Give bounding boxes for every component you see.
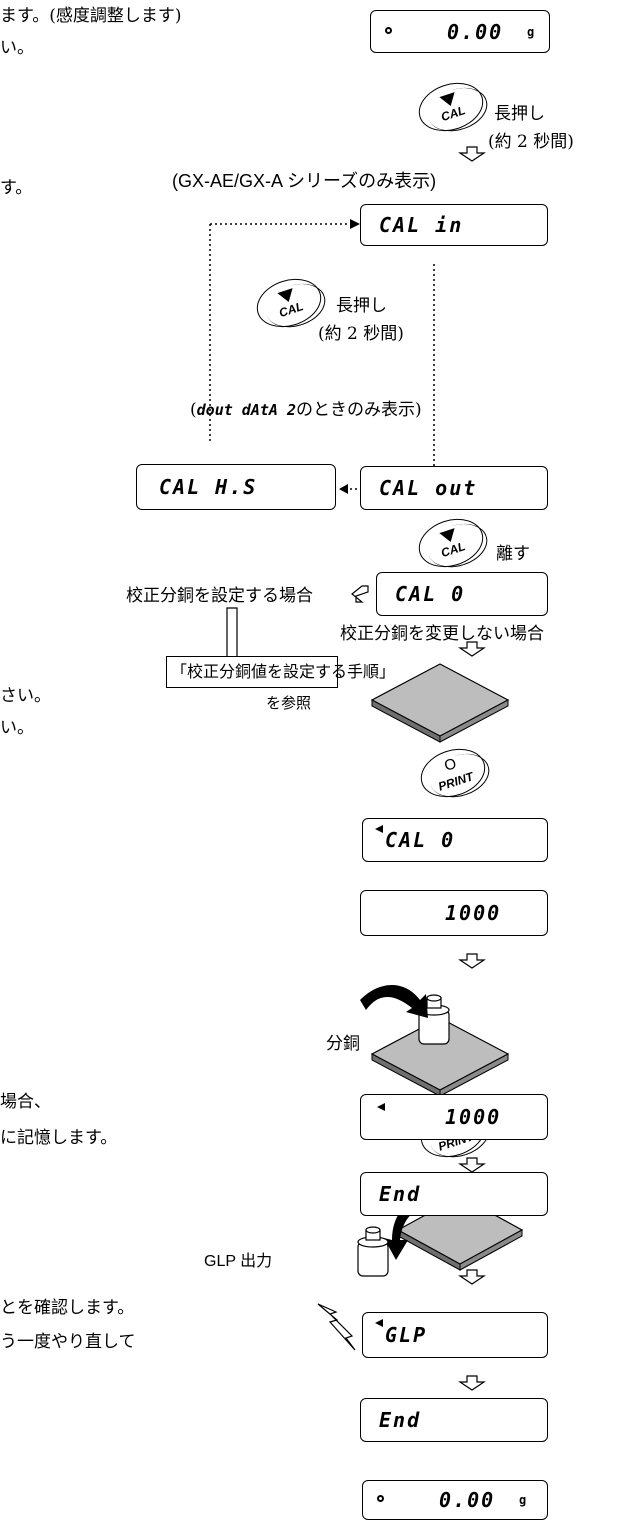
display-zero-final: 0.00 g	[362, 1480, 548, 1520]
glp-output-label: GLP 出力	[204, 1253, 273, 1270]
display-glp: GLP	[362, 1312, 548, 1358]
zero-indicator-icon	[385, 27, 392, 34]
dout-note: (dout dAtA 2のときのみ表示)	[190, 402, 422, 419]
down-arrow-3	[458, 953, 486, 969]
display-value: CAL 0	[385, 828, 456, 852]
display-value: CAL out	[379, 476, 478, 500]
display-value: 1000	[445, 1105, 502, 1129]
zero-indicator-icon	[377, 1495, 384, 1502]
series-note: (GX-AE/GX-A シリーズのみ表示)	[172, 171, 437, 191]
down-arrow-5	[458, 1269, 486, 1285]
no-change-case-label: 校正分銅を変更しない場合	[340, 624, 544, 644]
glp-output-bolt	[317, 1303, 356, 1351]
display-value: End	[379, 1408, 422, 1432]
display-end: End	[360, 1172, 548, 1216]
stability-indicator-icon	[375, 825, 383, 833]
down-arrow-6	[458, 1375, 486, 1391]
cal-triangle-icon	[277, 288, 297, 305]
display-value: GLP	[385, 1323, 428, 1347]
down-arrow-4	[458, 1157, 486, 1173]
weight-label: 分銅	[326, 1034, 360, 1054]
display-cal-in: CAL in	[360, 204, 548, 246]
weighing-pan-2	[370, 1017, 510, 1097]
display-cal-out: CAL out	[360, 466, 548, 510]
long-press-label-2: 長押し	[336, 296, 387, 316]
display-zero: 0.00 g	[370, 10, 550, 53]
procedure-ref-text: 「校正分銅値を設定する手順」	[171, 662, 396, 681]
display-value: 1000	[445, 901, 502, 925]
display-weight-value: 1000	[360, 890, 548, 936]
display-value: CAL in	[379, 213, 464, 237]
display-value: CAL 0	[395, 582, 466, 606]
intro-text-3: す。	[0, 178, 33, 198]
unit-label: g	[527, 25, 535, 39]
display-value: 0.00	[439, 1488, 496, 1512]
dout-note-suffix: のときのみ表示)	[295, 400, 422, 420]
unit-label: g	[519, 1493, 527, 1507]
intro-text-2: い。	[0, 38, 34, 58]
body-text-3: 場合、	[0, 1092, 51, 1112]
display-value: End	[379, 1182, 422, 1206]
long-press-label-1: 長押し	[494, 104, 545, 124]
down-arrow-1	[458, 146, 486, 162]
body-text-6: う一度やり直して	[0, 1332, 136, 1352]
dotted-loop	[209, 223, 435, 490]
weight-removed	[357, 1226, 389, 1277]
display-cal-history: CAL H.S	[136, 464, 336, 510]
body-text-4: に記憶します。	[0, 1128, 118, 1148]
stability-indicator-icon	[375, 1319, 383, 1327]
duration-label-2: (約 2 秒間)	[318, 324, 404, 344]
body-text-5: とを確認します。	[0, 1298, 135, 1318]
loop-arrowhead-right	[350, 219, 360, 229]
body-text-2: い。	[0, 718, 34, 738]
dout-note-prefix: (	[190, 400, 197, 420]
set-weight-case-label: 校正分銅を設定する場合	[126, 586, 313, 606]
release-label: 離す	[496, 544, 530, 564]
display-value: 0.00	[447, 19, 504, 44]
place-weight-arrow	[360, 985, 428, 1018]
left-arrow	[351, 585, 369, 603]
display-value: CAL H.S	[159, 475, 258, 499]
intro-text-1: ます。(感度調整します)	[0, 6, 182, 26]
see-ref-label: を参照	[266, 694, 312, 712]
duration-label-1: (約 2 秒間)	[488, 132, 574, 152]
dout-code: dout dAtA 2	[196, 401, 296, 419]
weighing-pan-1	[370, 663, 510, 743]
cal-triangle-icon	[439, 92, 459, 109]
loop-arrowhead-left	[339, 484, 348, 494]
cal-triangle-icon	[439, 528, 459, 545]
stability-indicator-icon	[377, 1103, 385, 1111]
remove-weight-arrow	[384, 1194, 434, 1260]
procedure-ref-box: 「校正分銅値を設定する手順」	[166, 656, 395, 688]
display-cal-zero-stable: CAL 0	[362, 818, 548, 862]
body-text-1: さい。	[0, 686, 51, 706]
down-arrow-2	[458, 641, 486, 657]
display-weight-value-stable: 1000	[360, 1094, 548, 1140]
display-cal-zero: CAL 0	[376, 572, 548, 616]
display-end-2: End	[360, 1398, 548, 1442]
